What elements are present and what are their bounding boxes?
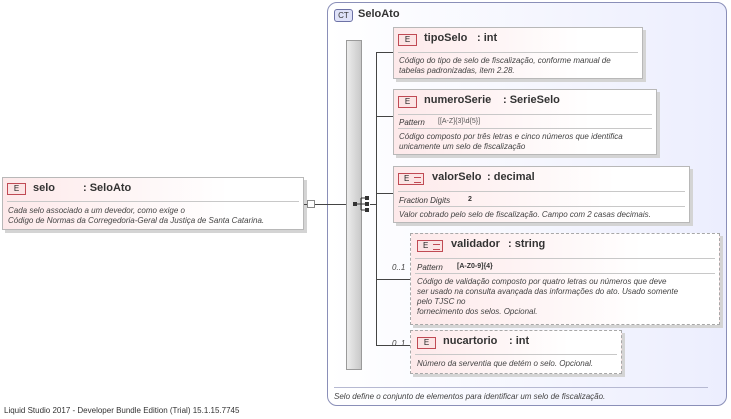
element-type: : int: [477, 32, 498, 44]
element-doc-line: unicamente um selo de fiscalização: [399, 142, 526, 151]
complex-type-badge: CT: [334, 9, 353, 22]
element-badge: E: [7, 183, 26, 195]
occurrence-label: 0..1: [392, 339, 406, 348]
element-name: numeroSerie: [424, 94, 492, 106]
element-badge: E: [417, 240, 443, 252]
facet-value: [[A-Z]{3}\d{5}]: [438, 118, 481, 125]
element-doc-line: Código de Normas da Corregedoria-Geral d…: [8, 216, 265, 225]
separator: [415, 273, 715, 274]
complex-type-divider: [334, 387, 708, 388]
element-numeroserie[interactable]: E numeroSerie : SerieSelo Pattern [[A-Z]…: [393, 89, 657, 155]
element-name: tipoSelo: [424, 32, 468, 44]
connector-line: [304, 204, 308, 205]
connector-line: [376, 193, 393, 194]
element-doc-line: ser usado na consulta avançada das infor…: [417, 287, 679, 296]
element-nucartorio[interactable]: E nucartorio : int Número da serventia q…: [410, 330, 622, 374]
element-name: validador: [451, 238, 500, 250]
separator: [398, 128, 652, 129]
connector-line: [376, 116, 393, 117]
separator: [415, 258, 715, 259]
element-doc-line: Cada selo associado a um devedor, como e…: [8, 206, 185, 215]
separator: [398, 206, 685, 207]
element-name: nucartorio: [443, 335, 498, 347]
element-name: valorSelo: [432, 171, 482, 183]
separator: [398, 191, 685, 192]
element-doc-line: Valor cobrado pelo selo de fiscalização.…: [399, 210, 651, 219]
element-doc-line: Número da serventia que detém o selo. Op…: [417, 359, 594, 368]
facet-label: Pattern: [399, 118, 425, 127]
element-doc-line: Código do tipo de selo de fiscalização, …: [399, 56, 611, 65]
facet-label: Pattern: [417, 263, 443, 272]
element-doc-line: tabelas padronizadas, item 2.28.: [399, 66, 515, 75]
element-type: : string: [508, 238, 546, 250]
separator: [7, 201, 299, 202]
separator: [415, 354, 617, 355]
connector-line: [376, 345, 410, 346]
sequence-icon[interactable]: [352, 195, 372, 213]
connector-line: [376, 52, 393, 53]
element-badge: E: [398, 96, 417, 108]
footer-product-info: Liquid Studio 2017 - Developer Bundle Ed…: [4, 406, 240, 415]
element-doc-line: fornecimento dos selos. Opcional.: [417, 307, 538, 316]
facet-label: Fraction Digits: [399, 196, 451, 205]
element-valorselo[interactable]: E valorSelo : decimal Fraction Digits 2 …: [393, 166, 690, 223]
element-badge: E: [398, 34, 417, 46]
element-badge: E: [417, 337, 436, 349]
complex-type-doc: Selo define o conjunto de elementos para…: [334, 392, 606, 401]
element-name: selo: [33, 182, 56, 194]
facet-value: [A-Z0-9]{4}: [457, 263, 493, 270]
connector-line: [376, 279, 410, 280]
element-doc-line: Código composto por três letras e cinco …: [399, 132, 623, 141]
element-doc-line: Código de validação composto por quatro …: [417, 277, 667, 286]
connector-line: [370, 204, 377, 205]
connector-line: [315, 204, 327, 205]
separator: [398, 114, 652, 115]
root-element-selo[interactable]: E selo : SeloAto Cada selo associado a u…: [2, 177, 304, 230]
facet-value: 2: [468, 196, 472, 203]
connector-line: [327, 204, 354, 205]
expand-collapse-icon[interactable]: [307, 200, 315, 208]
element-doc-line: pelo TJSC no: [417, 297, 466, 306]
element-badge: E: [398, 173, 424, 185]
element-type: : SerieSelo: [503, 94, 560, 106]
element-type: : SeloAto: [83, 182, 132, 194]
element-type: : int: [509, 335, 530, 347]
element-tiposelo[interactable]: E tipoSelo : int Código do tipo de selo …: [393, 27, 643, 79]
element-type: : decimal: [487, 171, 535, 183]
complex-type-name: SeloAto: [358, 8, 400, 20]
occurrence-label: 0..1: [392, 263, 406, 272]
element-validador[interactable]: E validador : string Pattern [A-Z0-9]{4}…: [410, 233, 720, 325]
connector-line: [376, 52, 377, 345]
separator: [398, 52, 638, 53]
